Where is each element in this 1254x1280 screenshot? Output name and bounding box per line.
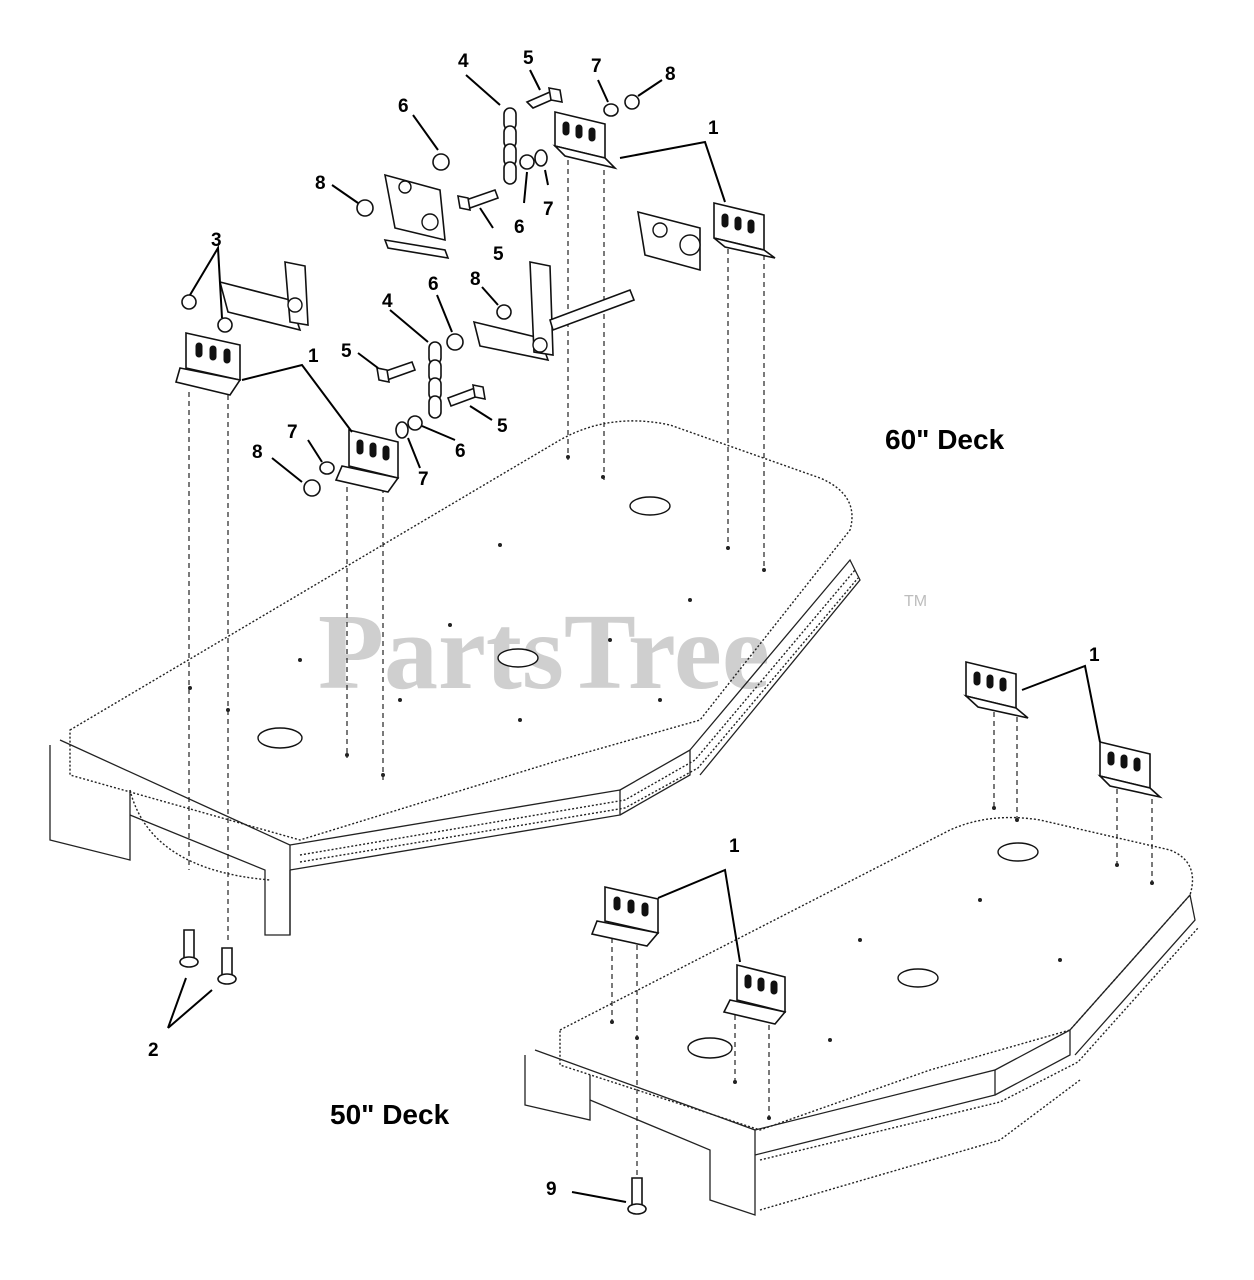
callout-label: 5 [341,341,352,362]
deck-50-label: 50" Deck [330,1099,450,1130]
callout-label: 4 [382,291,393,312]
callout-label: 3 [211,230,222,251]
bolts [376,87,563,408]
bracket-50-front-right [722,963,787,1025]
callout-label: 6 [455,441,466,462]
callout-label: 1 [708,118,719,139]
bracket-60-right-front [713,201,776,259]
callout-label: 5 [497,416,508,437]
callout-label: 8 [470,269,481,290]
carriage-bolts [179,929,647,1215]
bracket-60-right-rear [552,110,618,170]
callout-label: 7 [591,56,602,77]
callout-label: 5 [493,244,504,265]
deck-60 [49,160,861,940]
callout-label: 1 [308,346,319,367]
leader-lines [167,69,1101,1203]
callout-label: 7 [418,469,429,490]
bracket-50-front-left [590,885,660,947]
chain-front [428,341,442,419]
callout-label: 6 [514,217,525,238]
pivot-bracket [637,210,701,272]
bracket-60-left-front [334,428,400,493]
callout-label: 6 [398,96,409,117]
callout-label: 1 [729,836,740,857]
callout-label: 5 [523,48,534,69]
bracket-50-rear-left [963,660,1029,719]
callout-label: 8 [252,442,263,463]
callouts: 4 5 7 8 6 1 8 6 7 5 3 6 8 4 5 1 5 7 6 8 … [148,48,1100,1200]
callout-label: 6 [428,274,439,295]
bracket-50-rear-right [1097,740,1163,799]
callout-label: 8 [665,64,676,85]
deck-50 [524,712,1199,1216]
deck-60-mount-dots [188,455,766,777]
watermark: PartsTree [318,593,770,712]
front-lift-arm-left [218,261,309,332]
callout-label: 7 [287,422,298,443]
callout-label: 1 [1089,645,1100,666]
front-lift-arm-right [472,261,636,362]
callout-label: 7 [543,199,554,220]
callout-label: 4 [458,51,469,72]
callout-label: 9 [546,1179,557,1200]
nuts-and-washers [181,94,640,497]
callout-label: 2 [148,1040,159,1061]
deck-50-mount-dots [610,806,1154,1120]
bracket-60-left-rear [175,332,242,396]
deck-60-label: 60" Deck [885,424,1005,455]
callout-label: 8 [315,173,326,194]
chain-rear [503,107,517,185]
watermark-trademark: TM [904,593,927,610]
rear-lift-arm [383,173,450,260]
